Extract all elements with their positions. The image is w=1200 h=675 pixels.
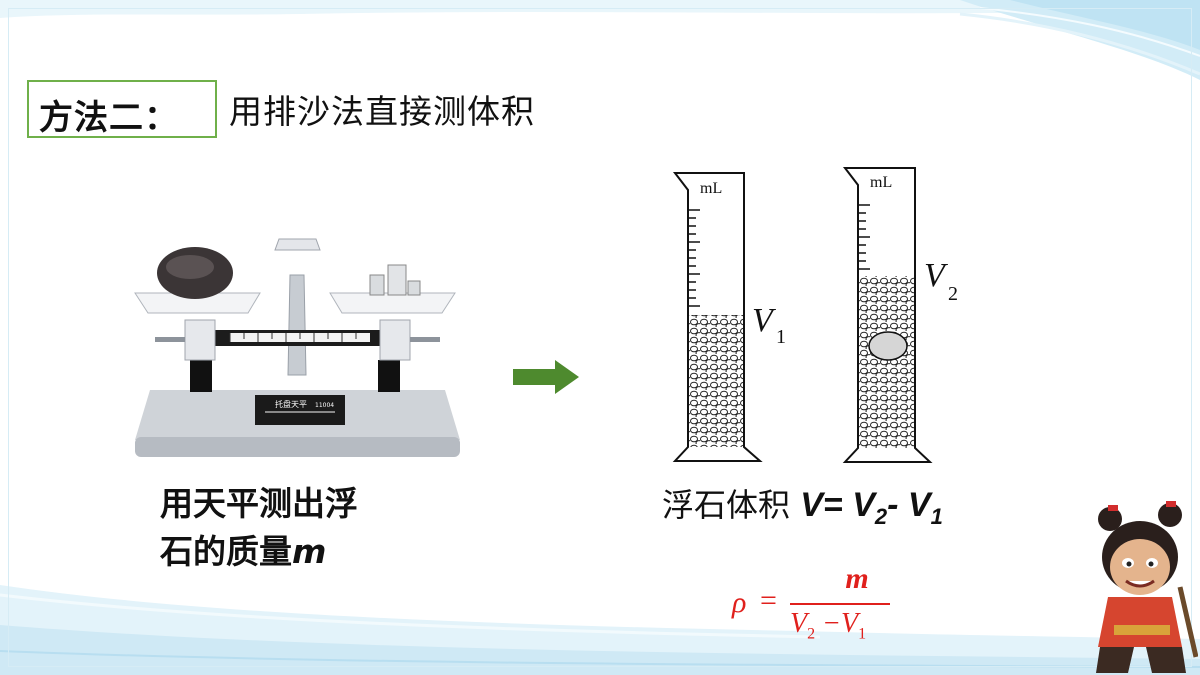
cylinder-2-level-index: 2 [948,283,958,305]
graduated-cylinder-1: mL V 1 [672,172,786,462]
density-rho: ρ [732,586,747,619]
volume-caption-text: 浮石体积 [662,486,791,524]
right-arrow-icon [513,360,579,394]
den-v1: V [841,608,859,639]
bottom-wave-decoration [0,585,1200,675]
mass-caption-line-2: 石的质量m [160,528,358,576]
cylinder-1-level-letter: V [752,302,777,339]
mass-variable: m [292,532,327,571]
volume-v2-sub: 2 [874,503,888,529]
volume-symbol: V [800,486,823,524]
cartoon-mascot-illustration [1096,501,1198,673]
den-minus: − [815,608,842,639]
density-denominator: V2 −V1 [790,608,898,644]
den-v2-sub: 2 [807,625,816,643]
page-title: 用排沙法直接测体积 [229,92,535,131]
cylinder-1-unit: mL [700,180,722,197]
balance-scale-illustration: 托盘天平 11004 [134,238,460,457]
mass-caption: 用天平测出浮 石的质量m [160,480,358,576]
mass-caption-line-1: 用天平测出浮 [160,484,358,523]
cylinder-2-level-letter: V [924,257,949,294]
mass-caption-text: 石的质量 [160,532,292,571]
graduated-cylinder-2: mL V 2 [842,167,958,463]
density-formula: ρ = m V2 −V1 [732,562,902,652]
volume-v1: V [907,486,931,524]
balance-model-text: 11004 [315,402,334,409]
volume-formula: V= V2- V1 [800,486,943,529]
volume-equals: = [822,486,843,524]
volume-v2: V [852,486,875,524]
fraction-bar [790,603,890,605]
volume-minus: - [887,486,899,524]
cylinder-2-unit: mL [870,174,892,191]
method-label: 方法二： [39,98,179,138]
slide-frame [8,8,1192,667]
top-wave-decoration [0,0,1200,80]
method-label-box: 方法二： [27,80,217,138]
density-numerator: m [845,562,869,595]
den-v2: V [790,608,808,639]
balance-plate-text: 托盘天平 [275,399,307,409]
density-equals: = [760,584,777,617]
volume-caption: 浮石体积 V= V2- V1 [662,480,943,530]
den-v1-sub: 1 [858,625,867,643]
cylinder-1-level-index: 1 [776,326,786,348]
volume-v1-sub: 1 [930,503,943,529]
